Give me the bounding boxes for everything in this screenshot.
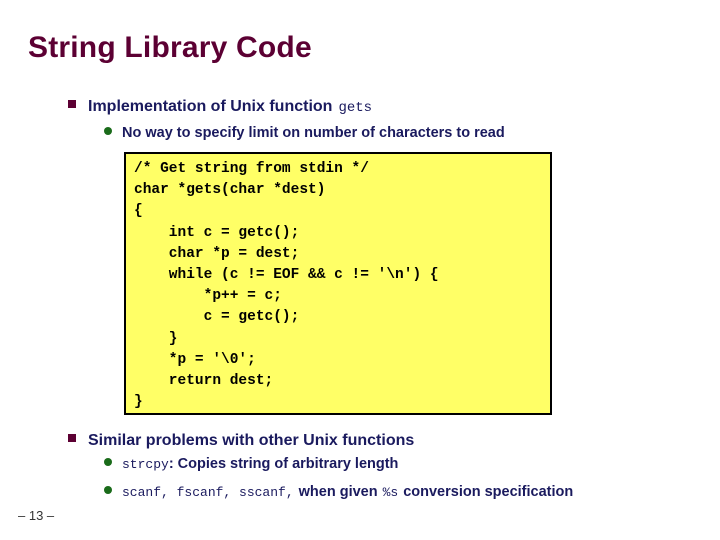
round-bullet-icon bbox=[104, 486, 112, 494]
bullet-label: Similar problems with other Unix functio… bbox=[88, 432, 415, 449]
code-term-strcpy: strcpy bbox=[122, 457, 169, 472]
page-number: – 13 – bbox=[18, 508, 55, 523]
bullet-no-way-to-specify-limit: No way to specify limit on number of cha… bbox=[104, 125, 505, 141]
bullet-label: No way to specify limit on number of cha… bbox=[122, 125, 505, 141]
bullet-text-segment-mid: when given bbox=[298, 484, 378, 500]
bullet-text-segment: : Copies string of arbitrary length bbox=[168, 456, 399, 472]
bullet-text-segment: Implementation of Unix function bbox=[88, 98, 333, 115]
bullet-strcpy: strcpy: Copies string of arbitrary lengt… bbox=[104, 456, 398, 472]
round-bullet-icon bbox=[104, 458, 112, 466]
bullet-label: scanf, fscanf, sscanf, when given %s conver… bbox=[122, 484, 573, 500]
round-bullet-icon bbox=[104, 127, 112, 135]
code-term-format-spec: %s bbox=[382, 485, 399, 500]
square-bullet-icon bbox=[68, 434, 76, 442]
page-title: String Library Code bbox=[28, 31, 312, 64]
bullet-label: strcpy: Copies string of arbitrary lengt… bbox=[122, 456, 398, 472]
code-terms-scanf-family: scanf, fscanf, sscanf, bbox=[122, 485, 294, 500]
bullet-similar-problems: Similar problems with other Unix functio… bbox=[68, 432, 414, 450]
bullet-label: Implementation of Unix function gets bbox=[88, 98, 372, 116]
bullet-scanf-family: scanf, fscanf, sscanf, when given %s conver… bbox=[104, 484, 573, 500]
bullet-text-segment-end: conversion specification bbox=[403, 484, 574, 500]
square-bullet-icon bbox=[68, 100, 76, 108]
code-content: /* Get string from stdin */ char *gets(c… bbox=[134, 161, 439, 411]
code-term-gets: gets bbox=[338, 100, 373, 116]
bullet-implementation-of-gets: Implementation of Unix function gets bbox=[68, 98, 372, 116]
code-block-gets-implementation: /* Get string from stdin */ char *gets(c… bbox=[124, 152, 552, 415]
